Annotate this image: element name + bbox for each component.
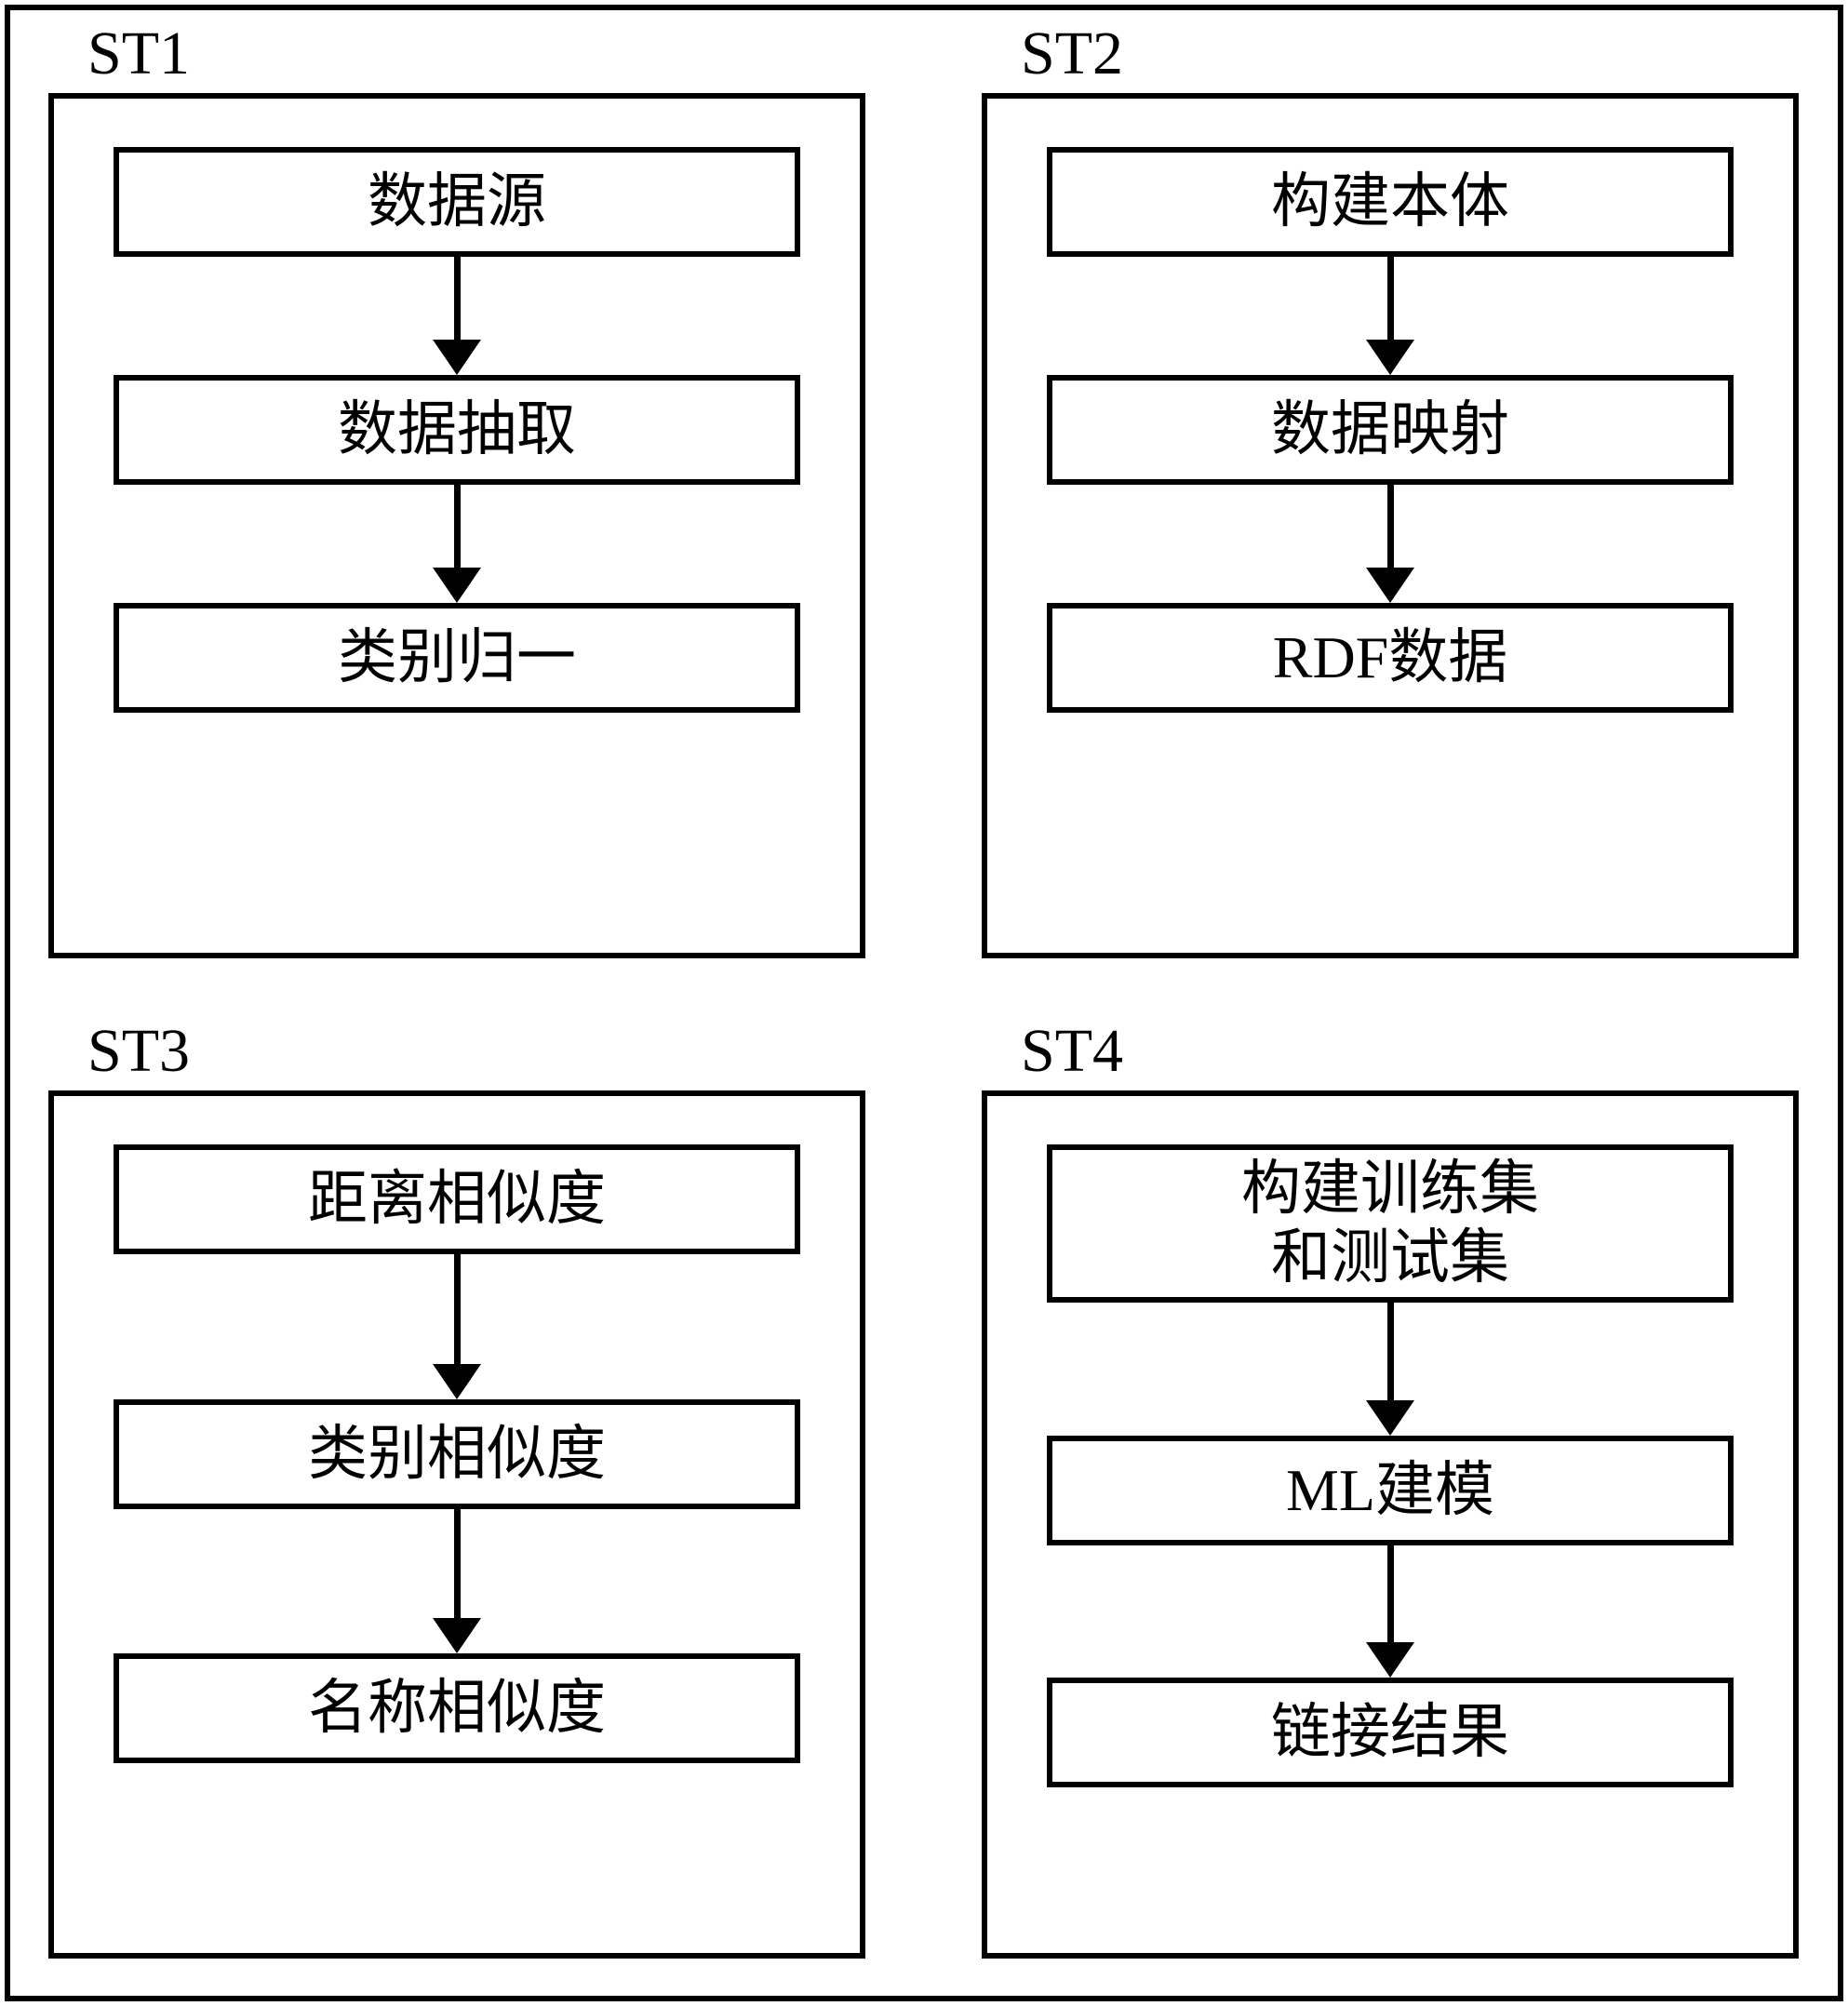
arrow-shaft xyxy=(1387,1545,1394,1646)
step-group-st3: ST3 距离相似度 类别相似度 名称相似度 xyxy=(48,1018,865,1959)
node-data-extraction[interactable]: 数据抽取 xyxy=(114,375,800,485)
flow-st3: 距离相似度 类别相似度 名称相似度 xyxy=(114,1144,800,1905)
arrow-head-icon xyxy=(1366,340,1414,375)
arrow-head-icon xyxy=(1366,568,1414,603)
arrow-data-source-to-data-extraction xyxy=(114,257,800,375)
node-category-similarity[interactable]: 类别相似度 xyxy=(114,1398,800,1509)
arrow-ml-modeling-to-link-result xyxy=(1047,1545,1734,1678)
arrow-build-train-test-set-to-ml-modeling xyxy=(1047,1303,1734,1436)
arrow-head-icon xyxy=(1366,1642,1414,1678)
node-name-similarity[interactable]: 名称相似度 xyxy=(114,1653,800,1763)
arrow-shaft xyxy=(454,1254,461,1368)
arrow-category-similarity-to-name-similarity xyxy=(114,1508,800,1653)
arrow-shaft xyxy=(1387,485,1394,571)
arrow-shaft xyxy=(454,1508,461,1622)
node-build-train-test-set[interactable]: 构建训练集 和测试集 xyxy=(1047,1144,1734,1303)
arrow-head-icon xyxy=(1366,1399,1414,1436)
node-build-ontology[interactable]: 构建本体 xyxy=(1047,147,1734,257)
node-category-normalization[interactable]: 类别归一 xyxy=(114,603,800,713)
flow-st1: 数据源 数据抽取 类别归一 xyxy=(114,147,800,904)
arrow-shaft xyxy=(454,257,461,343)
flow-bottom-spacer xyxy=(114,1763,800,1905)
arrow-data-mapping-to-rdf-data xyxy=(1047,485,1734,603)
step-group-st4: ST4 构建训练集 和测试集 ML建模 链接结果 xyxy=(982,1018,1799,1959)
flow-st2: 构建本体 数据映射 RDF数据 xyxy=(1047,147,1734,904)
step-label-st1: ST1 xyxy=(87,20,191,87)
step-label-st4: ST4 xyxy=(1021,1017,1124,1085)
arrow-head-icon xyxy=(433,1618,481,1653)
node-link-result[interactable]: 链接结果 xyxy=(1047,1678,1734,1787)
node-rdf-data[interactable]: RDF数据 xyxy=(1047,603,1734,713)
node-data-source[interactable]: 数据源 xyxy=(114,147,800,257)
arrow-distance-similarity-to-category-similarity xyxy=(114,1254,800,1399)
step-label-st3: ST3 xyxy=(87,1017,191,1085)
arrow-data-extraction-to-category-normalization xyxy=(114,485,800,603)
step-frame-st1 xyxy=(48,93,865,958)
arrow-shaft xyxy=(1387,1303,1394,1404)
arrow-shaft xyxy=(1387,257,1394,343)
arrow-head-icon xyxy=(433,340,481,375)
node-data-mapping[interactable]: 数据映射 xyxy=(1047,375,1734,485)
step-frame-st2 xyxy=(982,93,1799,958)
step-label-st2: ST2 xyxy=(1021,20,1124,87)
arrow-build-ontology-to-data-mapping xyxy=(1047,257,1734,375)
flow-bottom-spacer xyxy=(1047,1787,1734,1905)
node-distance-similarity[interactable]: 距离相似度 xyxy=(114,1144,800,1254)
arrow-head-icon xyxy=(433,1363,481,1399)
step-group-st1: ST1 数据源 数据抽取 类别归一 xyxy=(48,20,865,958)
flow-bottom-spacer xyxy=(114,713,800,904)
arrow-head-icon xyxy=(433,568,481,603)
arrow-shaft xyxy=(454,485,461,571)
flow-st4: 构建训练集 和测试集 ML建模 链接结果 xyxy=(1047,1144,1734,1905)
step-frame-st3 xyxy=(48,1090,865,1959)
step-frame-st4 xyxy=(982,1090,1799,1959)
page-border xyxy=(5,5,1843,2001)
node-ml-modeling[interactable]: ML建模 xyxy=(1047,1435,1734,1545)
step-group-st2: ST2 构建本体 数据映射 RDF数据 xyxy=(982,20,1799,958)
flow-bottom-spacer xyxy=(1047,713,1734,904)
